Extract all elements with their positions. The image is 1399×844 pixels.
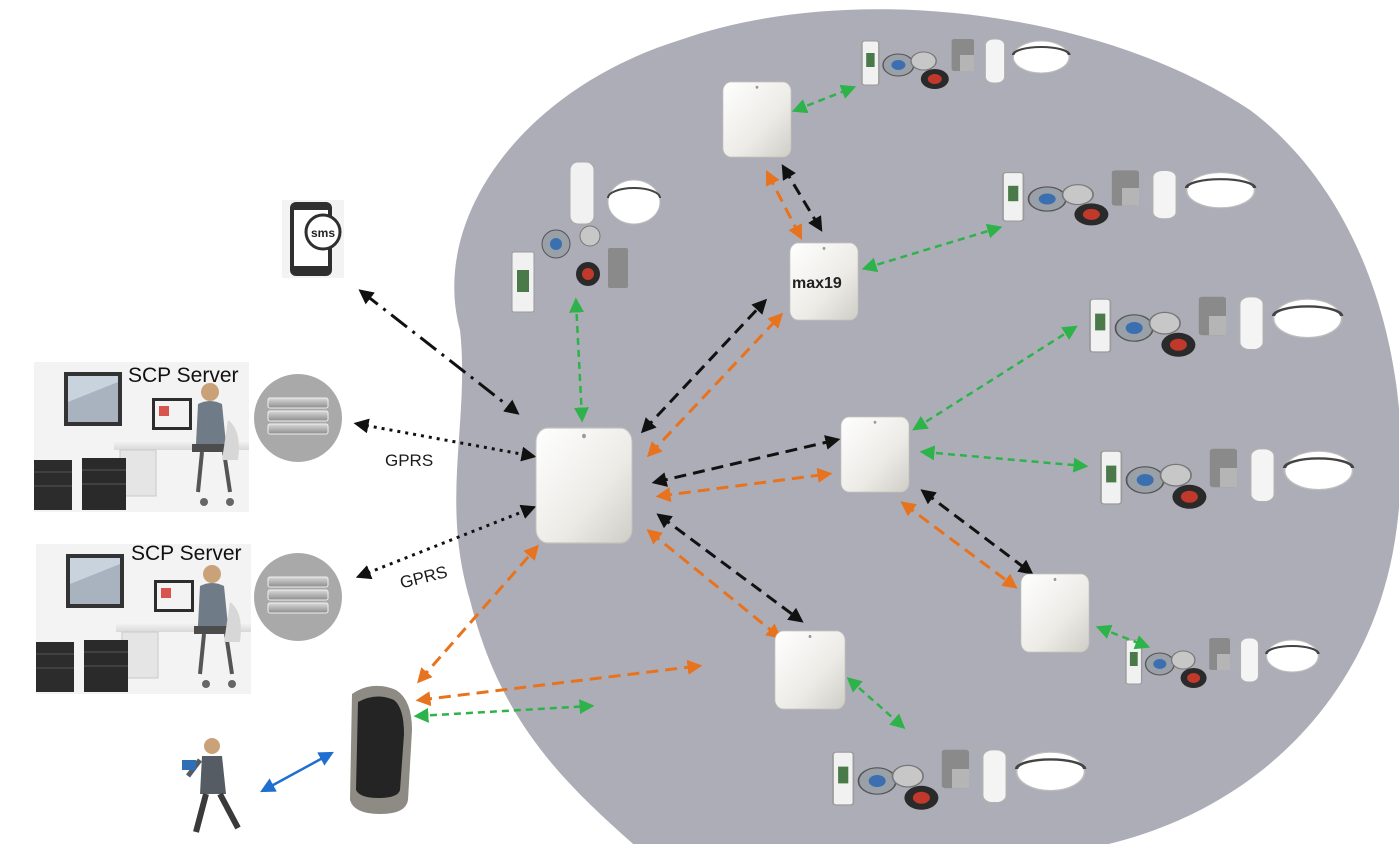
field-technician-icon <box>182 738 241 833</box>
gprs-link-top <box>353 418 537 462</box>
mesh-coverage-area <box>454 9 1399 844</box>
handheld-reader-icon <box>350 685 412 814</box>
gprs-label-top: GPRS <box>385 451 434 470</box>
scp-server-label-bottom: SCP Server <box>131 542 242 565</box>
repeater-node-icon <box>774 630 846 710</box>
green-link <box>569 297 589 423</box>
orange-link <box>900 501 1018 589</box>
green-link <box>919 445 1089 473</box>
green-link <box>413 699 595 723</box>
repeater-name-label: max19 <box>792 275 842 292</box>
repeater-node-icon <box>1020 573 1090 653</box>
green-link <box>1095 624 1151 650</box>
repeater-node-icon <box>840 416 910 493</box>
orange-link <box>415 659 703 707</box>
external-link-group <box>353 289 537 580</box>
operator-workstation-icon <box>34 542 253 696</box>
sms-link <box>358 289 520 415</box>
orange-link <box>417 544 539 684</box>
meter-device-group-icon <box>511 161 661 313</box>
orange-link-group <box>415 170 1018 707</box>
bluetooth-link <box>260 751 334 793</box>
scp-server-label-top: SCP Server <box>128 364 239 387</box>
sms-label: sms <box>311 226 335 240</box>
gateway-node-icon <box>535 427 633 544</box>
green-link <box>791 84 857 114</box>
gprs-link-bottom <box>355 504 537 580</box>
server-rack-icon <box>253 552 343 642</box>
smartphone-sms-icon: sms <box>282 200 344 278</box>
orange-link <box>646 312 784 458</box>
orange-link <box>765 170 803 240</box>
repeater-node-icon <box>722 81 792 158</box>
server-rack-icon <box>253 373 343 463</box>
orange-link <box>655 467 833 503</box>
orange-link <box>646 529 782 639</box>
green-link-group <box>413 84 1151 729</box>
green-link <box>861 223 1003 273</box>
